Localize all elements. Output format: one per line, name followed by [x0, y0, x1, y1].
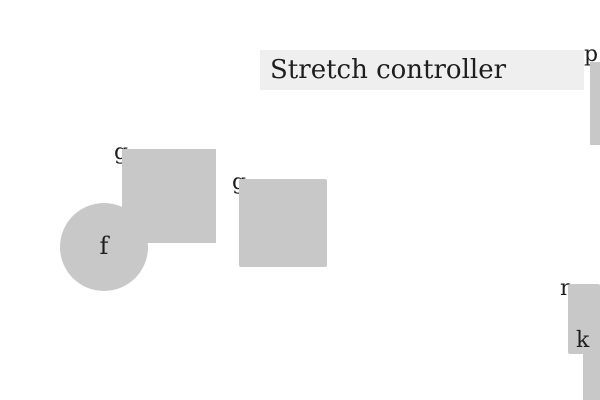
- circle-f-label: f: [99, 232, 109, 260]
- circle-f[interactable]: f: [60, 203, 148, 291]
- shape-p-label: p: [584, 42, 599, 67]
- stretch-controller-header: Stretch controller: [260, 50, 584, 90]
- shape-p[interactable]: [590, 62, 600, 145]
- square-g-right[interactable]: [239, 179, 327, 267]
- stretch-controller-title: Stretch controller: [270, 55, 507, 85]
- shape-k-label: k: [576, 328, 590, 353]
- shape-k[interactable]: [583, 300, 600, 400]
